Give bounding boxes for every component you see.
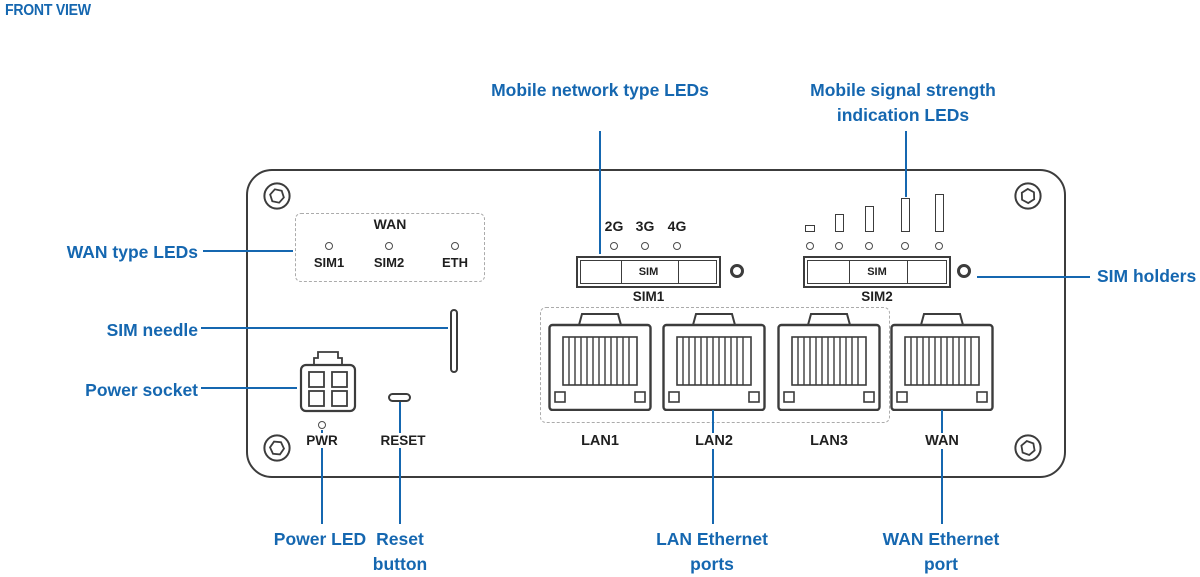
leader-sim-needle: [201, 327, 448, 329]
power-led: [318, 421, 326, 429]
reset-button[interactable]: [388, 393, 411, 402]
led-label: SIM1: [313, 255, 345, 270]
signal-led-1: [806, 242, 814, 250]
network-led-4g: 4G: [655, 217, 699, 250]
led-label: ETH: [442, 255, 468, 270]
slot-divider: [849, 261, 851, 283]
leader-reset-button: [399, 402, 401, 524]
led-label: 4G: [667, 218, 687, 234]
signal-led-2: [835, 242, 843, 250]
sim-slot-text: SIM: [867, 266, 887, 278]
sim1-holder[interactable]: SIM: [576, 256, 721, 288]
slot-divider: [907, 261, 909, 283]
network-led-2g: 2G: [592, 217, 636, 250]
reset-label: RESET: [368, 433, 438, 448]
callout-sim-needle: SIM needle: [106, 320, 198, 340]
lan3-port[interactable]: [777, 313, 881, 411]
lan1-port[interactable]: [548, 313, 652, 411]
led-4g: [673, 242, 681, 250]
leader-lan-ports: [712, 410, 714, 524]
led-label: 3G: [635, 218, 655, 234]
signal-bar-5: [935, 194, 944, 232]
callout-power-led: Power LED: [273, 529, 367, 549]
pwr-label: PWR: [292, 433, 352, 448]
sim-needle: [450, 309, 458, 373]
leader-power-socket: [201, 387, 297, 389]
sim2-eject-hole[interactable]: [957, 264, 971, 278]
wan-led-eth: ETH: [430, 242, 480, 270]
lan-port-group: [540, 307, 890, 423]
sim-slot-text: SIM: [638, 266, 659, 278]
led-2g: [610, 242, 618, 250]
lan2-label: LAN2: [662, 433, 766, 449]
slot-divider: [678, 261, 680, 283]
callout-lan-ethernet-ports: LAN Ethernet ports: [656, 529, 768, 574]
callout-wan-type-leds: WAN type LEDs: [66, 242, 198, 262]
screw-icon: [263, 182, 291, 210]
wan-port[interactable]: [890, 313, 994, 411]
leader-wan-type: [203, 250, 293, 252]
callout-sim-holders: SIM holders: [1097, 266, 1197, 286]
sim1-eject-hole[interactable]: [730, 264, 744, 278]
led-eth: [451, 242, 459, 250]
lan1-label: LAN1: [548, 433, 652, 449]
sim2-holder[interactable]: SIM: [803, 256, 951, 288]
led-sim1: [325, 242, 333, 250]
leader-mobile-signal: [905, 131, 907, 197]
leader-mobile-network: [599, 131, 601, 254]
lan2-port[interactable]: [662, 313, 766, 411]
page-title: FRONT VIEW: [5, 2, 91, 19]
screw-icon: [1014, 434, 1042, 462]
signal-led-3: [865, 242, 873, 250]
led-label: 2G: [604, 218, 624, 234]
leader-power-led: [321, 430, 323, 524]
leader-sim-holders: [977, 276, 1090, 278]
callout-mobile-network-type-leds: Mobile network type LEDs: [491, 80, 709, 100]
signal-bar-3: [865, 206, 874, 232]
screw-icon: [263, 434, 291, 462]
callout-mobile-signal-strength-leds: Mobile signal strength indication LEDs: [810, 80, 996, 125]
sim2-name: SIM2: [861, 289, 893, 304]
sim1-name: SIM1: [632, 289, 665, 304]
signal-led-4: [901, 242, 909, 250]
network-led-3g: 3G: [623, 217, 667, 250]
leader-wan-port: [941, 410, 943, 524]
callout-reset-button: Reset button: [372, 529, 428, 574]
slot-divider: [621, 261, 623, 283]
led-sim2: [385, 242, 393, 250]
wan-led-sim2: SIM2: [364, 242, 414, 270]
led-label: SIM2: [373, 255, 405, 270]
callout-power-socket: Power socket: [85, 380, 198, 400]
router-body: WAN SIM1 SIM2 ETH 2G 3G 4G: [246, 169, 1066, 478]
wan-led-group-title: WAN: [373, 216, 407, 232]
wan-led-sim1: SIM1: [304, 242, 354, 270]
signal-bar-2: [835, 214, 844, 232]
lan3-label: LAN3: [777, 433, 881, 449]
signal-bar-4: [901, 198, 910, 232]
screw-icon: [1014, 182, 1042, 210]
wan-label: WAN: [890, 433, 994, 449]
power-socket[interactable]: [299, 351, 357, 413]
led-3g: [641, 242, 649, 250]
callout-wan-ethernet-port: WAN Ethernet port: [882, 529, 1000, 574]
signal-bar-1: [805, 225, 815, 232]
sim1-tray: SIM: [580, 260, 717, 284]
signal-led-5: [935, 242, 943, 250]
wan-led-group: WAN SIM1 SIM2 ETH: [295, 213, 485, 282]
sim2-tray: SIM: [807, 260, 947, 284]
